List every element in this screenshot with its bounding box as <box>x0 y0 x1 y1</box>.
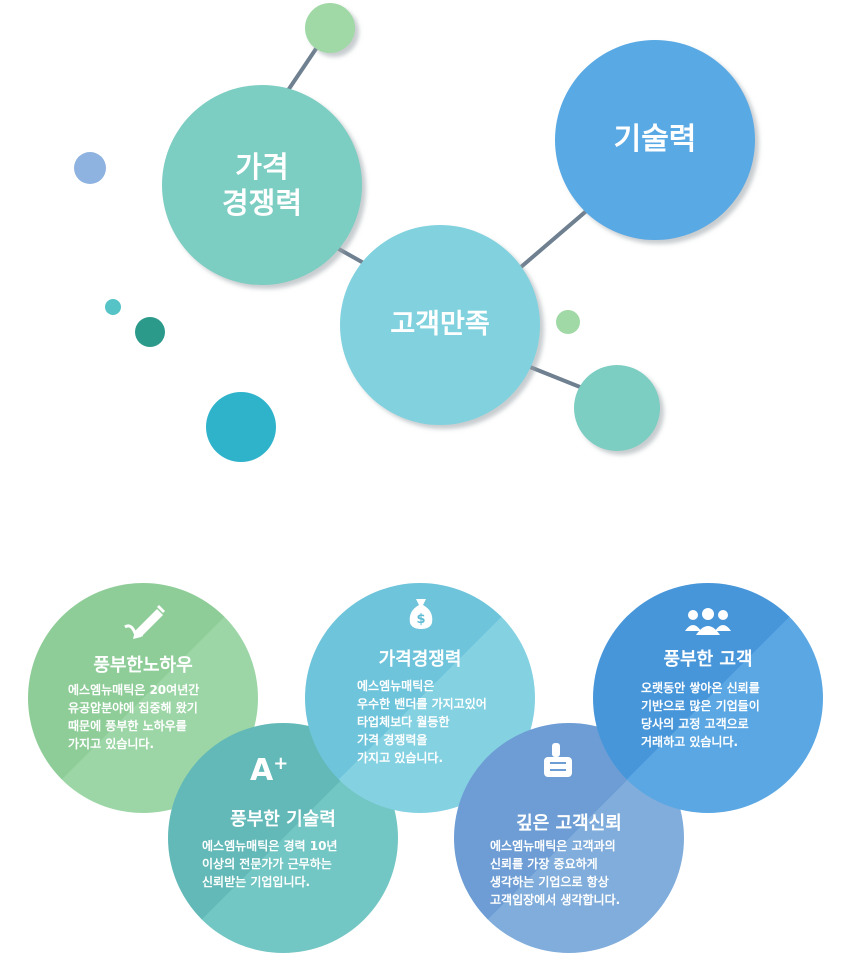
thumbs-up-icon <box>544 743 572 777</box>
pen-writing-icon <box>124 605 165 639</box>
card-body: 에스엠뉴매틱은 20여년간 유공압분야에 집중해 왔기 때문에 풍부한 노하우를… <box>68 683 200 751</box>
card-title: 풍부한 기술력 <box>230 809 336 830</box>
decor-circle-teal-right <box>574 365 660 451</box>
card-title: 풍부한노하우 <box>93 655 193 676</box>
price-bubble <box>162 85 362 285</box>
satisfaction-bubble <box>340 225 540 425</box>
card-body: 에스엠뉴매틱은 경력 10년 이상의 전문가가 근무하는 신뢰받는 기업입니다. <box>202 839 338 889</box>
decor-circle-teal-dark <box>135 317 165 347</box>
decor-circle-teal-tiny <box>105 299 121 315</box>
decor-circle-green <box>305 3 355 53</box>
price-bubble-label: 가격 경쟁력 <box>221 149 303 220</box>
card-title: 풍부한 고객 <box>663 649 753 670</box>
a-plus-icon: A+ <box>250 753 289 788</box>
card-body: 오랫동안 쌓아온 신뢰를 기반으로 많은 기업들이 당사의 고정 고객으로 거래… <box>641 681 760 749</box>
decor-circle-blue-small <box>74 152 106 184</box>
satisfaction-bubble-label: 고객만족 <box>390 309 490 341</box>
decor-circle-green-small <box>556 310 580 334</box>
svg-text:$: $ <box>416 612 425 627</box>
card-customers: 풍부한 고객 오랫동안 쌓아온 신뢰를 기반으로 많은 기업들이 당사의 고정 … <box>593 583 823 813</box>
card-title: 가격경쟁력 <box>378 649 462 670</box>
decor-circle-cyan <box>206 392 276 462</box>
card-body: 에스엠뉴매틱은 우수한 밴더를 가지고있어 타업체보다 월등한 가격 경쟁력을 … <box>357 679 487 765</box>
people-group-icon <box>685 608 731 635</box>
card-body: 에스엠뉴매틱은 고객과의 신뢰를 가장 중요하게 생각하는 기업으로 항상 고객… <box>490 839 621 907</box>
tech-bubble <box>555 40 755 240</box>
money-bag-icon: $ <box>409 599 433 629</box>
card-title: 깊은 고객신뢰 <box>516 813 622 834</box>
bubble-diagram <box>74 3 755 462</box>
tech-bubble-label: 기술력 <box>613 122 697 158</box>
